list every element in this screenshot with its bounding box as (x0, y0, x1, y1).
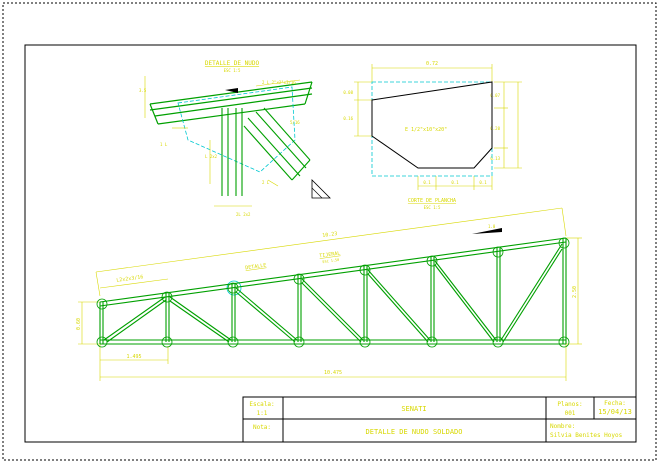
detail-node-title: DETALLE DE NUDO (205, 60, 260, 67)
detail-node-scale: ESC 1:5 (224, 68, 241, 73)
plate-label: E 1/2"x10"x20" (405, 127, 447, 133)
plate-top-dim: 0.72 (426, 61, 438, 67)
escala-label: Escala: (249, 401, 274, 408)
project-name: SENATI (401, 405, 426, 413)
plate-cut-view: 0.72 0.08 0.16 0.07 0.20 0.13 0.1 0.1 0.… (343, 61, 522, 210)
truss-mid-scale: ESC 1:50 (322, 258, 339, 264)
slope-note: 1.0 (488, 224, 496, 229)
fecha-label: Fecha: (604, 400, 626, 407)
fecha-value: 15/04/13 (598, 408, 632, 416)
truss-mid-tag: TIJERAL (319, 251, 341, 260)
detail-node-label-3: L 2x2 (205, 154, 218, 159)
top-chord-tag: L2x2x3/16 (116, 274, 144, 284)
detail-node-label-1: 3.5 (139, 88, 147, 93)
planos-label: Planos: (557, 401, 582, 408)
node-detail-tag: DETALLE (245, 263, 267, 272)
nombre-label: Nombre: (550, 423, 575, 430)
paper-outline (2, 2, 657, 461)
detail-node-bottom-label: 2L 2x2 (236, 212, 251, 217)
truss-elevation: 10.23 L2x2x3/16 DETALLE TIJERAL ESC 1:50… (76, 207, 582, 381)
plate-left-dim-2: 0.16 (343, 116, 353, 121)
span-dim: 10.475 (324, 370, 342, 376)
top-chord-length: 10.23 (322, 231, 338, 239)
right-height: 2.50 (572, 286, 578, 298)
drawing-title: DETALLE DE NUDO SOLDADO (366, 428, 463, 436)
plate-left-dim-1: 0.08 (343, 90, 353, 95)
planos-value: 001 (565, 410, 576, 417)
detail-node-label-5: 2 L (262, 180, 270, 185)
plate-bottom-dim-2: 0.1 (451, 180, 459, 185)
plate-right-dim-3: 0.13 (490, 156, 500, 161)
plate-right-dim-2: 0.20 (490, 126, 500, 131)
plate-right-dim-1: 0.07 (490, 93, 500, 98)
plate-bottom-dim-1: 0.1 (423, 180, 431, 185)
title-block: Escala: 1:1 SENATI Planos: 001 Fecha: 15… (242, 396, 637, 443)
detail-callout (226, 280, 242, 296)
detail-node-label-2: 1 L (160, 142, 168, 147)
detail-node-label-4: 5/16 (290, 120, 300, 125)
nota-label: Nota: (253, 424, 271, 431)
left-height: 0.60 (76, 318, 82, 330)
panel-dim: 1.495 (126, 354, 141, 360)
plate-scale: ESC 1:5 (424, 205, 441, 210)
escala-value: 1:1 (257, 410, 268, 417)
detail-node-view: DETALLE DE NUDO ESC 1:5 (139, 60, 331, 217)
detail-node-top-label: 2 L 2"x2"x3/16 (262, 80, 296, 85)
nombre-value: Silvia Benites Hoyos (550, 432, 623, 439)
plate-bottom-dim-3: 0.1 (479, 180, 487, 185)
drawing-frame (24, 44, 637, 443)
plate-title: CORTE DE PLANCHA (408, 198, 456, 204)
